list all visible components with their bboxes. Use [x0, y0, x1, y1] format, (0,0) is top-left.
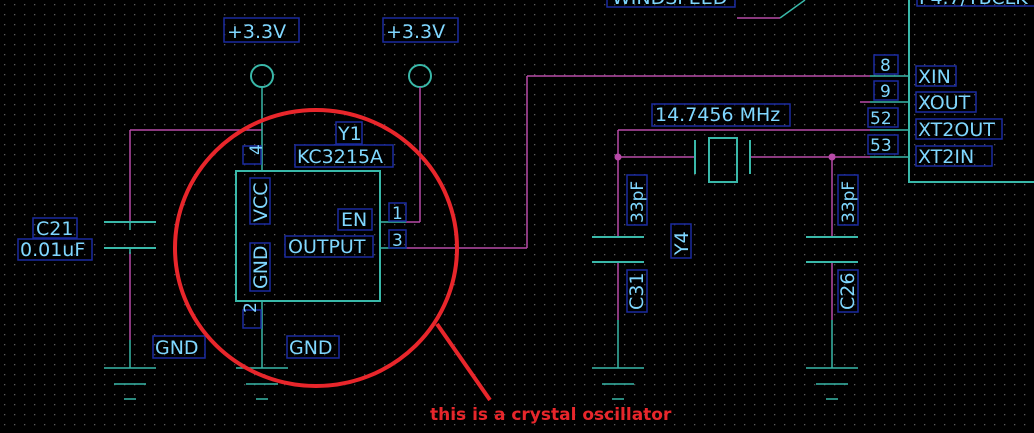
y1-pin1-num: 1 [392, 204, 403, 224]
y1-pin-output: OUTPUT [288, 236, 366, 258]
net-label-windspeed-box [606, 0, 736, 8]
mcu-pin-xout: XOUT [918, 92, 971, 114]
c31-ref: C31 [626, 273, 648, 310]
power-label-right-box [382, 17, 459, 43]
mcu-pin-xt2out-box [915, 118, 1003, 140]
mcu-pin-xt2in-box [915, 145, 993, 167]
mcu-pin8-num-box [873, 54, 899, 75]
gnd-symbol-c26 [806, 367, 858, 400]
mcu-pin-xt2out: XT2OUT [918, 119, 995, 141]
mcu-pin53-num: 53 [870, 136, 892, 156]
junction-right [828, 153, 836, 161]
y4-ref-box [670, 223, 692, 259]
gnd-label-left: GND [155, 337, 199, 359]
power-label-left-box [223, 17, 300, 43]
y1-vcc-box [249, 177, 271, 225]
mcu-title-box [916, 0, 1034, 7]
y1-pin3-num-box [388, 229, 407, 249]
gnd-label-center: GND [289, 337, 333, 359]
c31-ref-box [626, 269, 648, 313]
gnd-label-left-box [152, 335, 206, 359]
annotation-pointer [435, 322, 492, 402]
power-label-left: +3.3V [227, 21, 286, 43]
y4-crystal-symbol [694, 137, 751, 183]
mcu-pin52-num-box [867, 107, 899, 128]
y1-gnd-box [249, 242, 271, 292]
mcu-pin-xout-box [915, 91, 977, 113]
c26-ref: C26 [837, 273, 859, 310]
c31-value: 33pF [628, 181, 648, 223]
windspeed-arrow [779, 0, 806, 19]
c31-value-box [626, 174, 648, 226]
y4-frequency: 14.7456 MHz [655, 104, 780, 126]
y1-pin-en: EN [341, 209, 367, 231]
gnd-symbol-c31 [592, 367, 644, 400]
gnd-symbol-left [104, 367, 156, 400]
y1-pin4-num-box [242, 145, 262, 165]
y1-ref-box [335, 121, 363, 145]
c26-value: 33pF [839, 181, 859, 223]
mcu-partial-title: P4.7/TBCLK [919, 0, 1028, 9]
mcu-pin9-num: 9 [880, 82, 891, 102]
net-label-windspeed: WINDSPEED [612, 0, 727, 9]
y1-part: KC3215A [297, 146, 383, 168]
mcu-pin-xin: XIN [918, 66, 951, 88]
c26-ref-box [837, 269, 859, 313]
y1-body [235, 170, 381, 302]
y1-pin4-num: 4 [247, 144, 267, 155]
mcu-pin52-num: 52 [870, 109, 892, 129]
annotation-circle [173, 108, 459, 388]
mcu-pin-leads [870, 75, 909, 158]
c26-value-box [837, 174, 859, 226]
junction-left [614, 153, 622, 161]
gnd-label-center-box [286, 335, 340, 359]
y1-pin-vcc: VCC [250, 182, 272, 222]
y1-pin2-num: 2 [241, 302, 261, 313]
c26-symbol [806, 236, 858, 263]
mcu-pin8-num: 8 [880, 56, 891, 76]
mcu-pin-xt2in: XT2IN [918, 146, 974, 168]
y1-pin1-num-box [388, 202, 407, 222]
y4-frequency-box [651, 103, 791, 127]
mcu-pin53-num-box [867, 134, 899, 155]
c21-ref-box [32, 217, 78, 239]
c21-value: 0.01uF [20, 239, 85, 261]
y1-part-box [294, 144, 394, 168]
y1-pin3-num: 3 [392, 231, 403, 251]
y1-ref: Y1 [337, 123, 362, 145]
c31-symbol [592, 236, 644, 263]
y1-pin2-num-box [242, 309, 262, 329]
c21-ref: C21 [36, 218, 73, 240]
mcu-pin9-num-box [873, 80, 899, 101]
power-label-right: +3.3V [386, 21, 445, 43]
wires [129, 75, 870, 340]
mcu-pin-xin-box [915, 65, 957, 87]
y1-output-box [284, 235, 374, 258]
c21-value-box [17, 238, 93, 261]
y1-pin-gnd: GND [250, 245, 272, 289]
mcu-body [908, 0, 1034, 183]
annotation-text: this is a crystal oscillator [430, 405, 672, 425]
y4-ref: Y4 [671, 231, 693, 256]
y1-en-box [337, 208, 373, 231]
